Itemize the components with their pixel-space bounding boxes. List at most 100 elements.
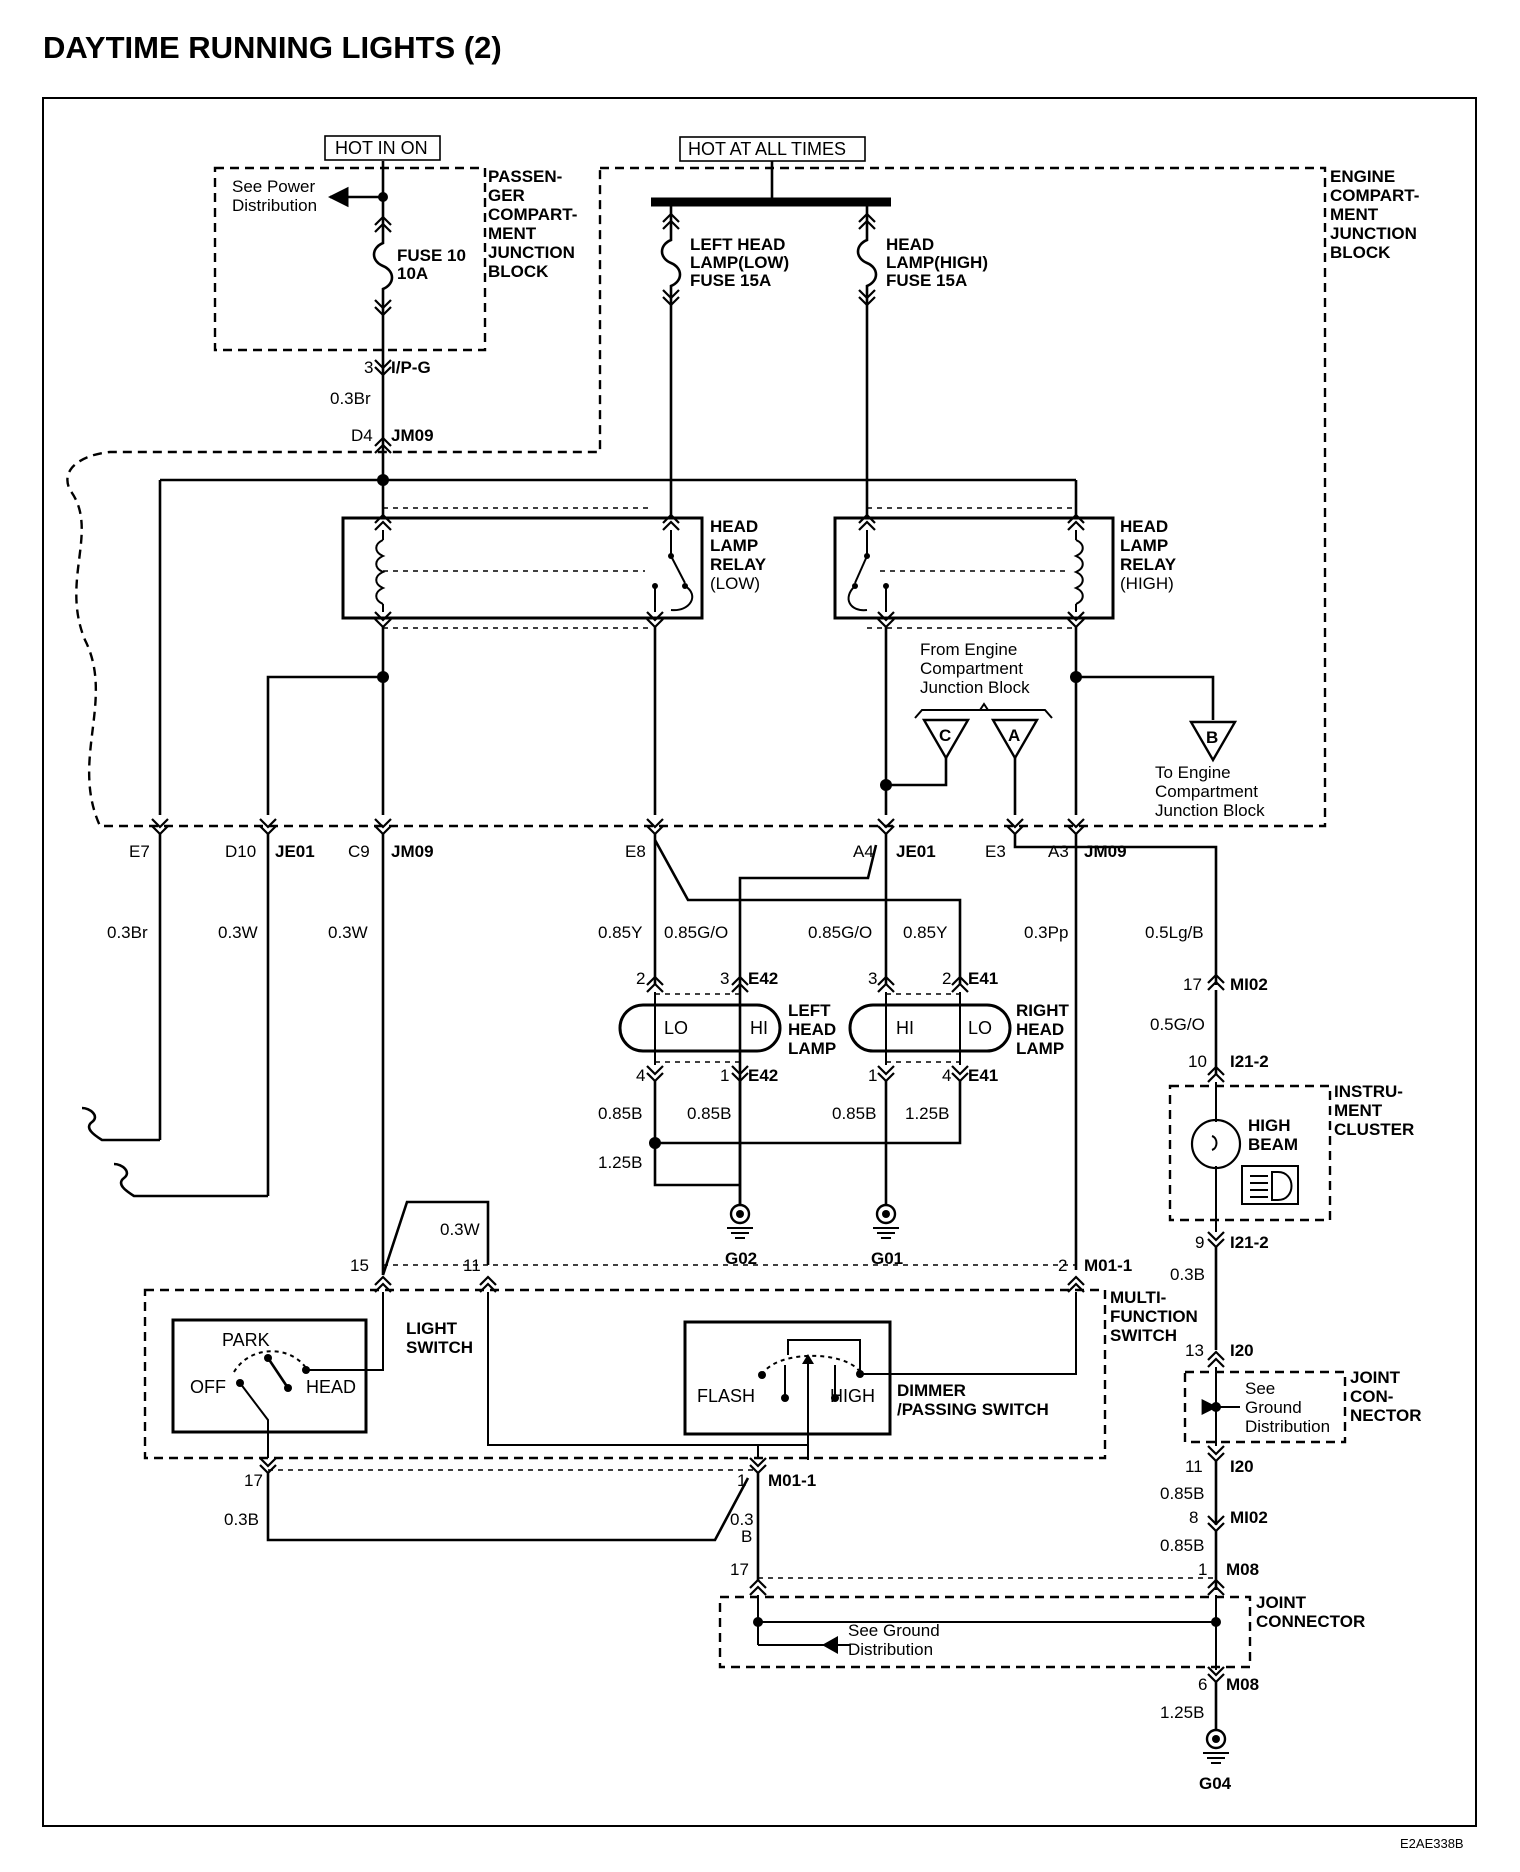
svg-text:0.85B: 0.85B — [832, 1104, 876, 1123]
fuse-left-low — [660, 202, 682, 300]
svg-text:1.25B: 1.25B — [905, 1104, 949, 1123]
svg-text:2: 2 — [942, 969, 951, 988]
svg-text:M01-1: M01-1 — [1084, 1256, 1132, 1275]
svg-text:PARK: PARK — [222, 1330, 270, 1350]
svg-text:0.85B: 0.85B — [1160, 1536, 1204, 1555]
fuse-10-label: FUSE 10 10A — [397, 246, 471, 283]
svg-text:0.3W: 0.3W — [440, 1220, 480, 1239]
svg-text:C9: C9 — [348, 842, 370, 861]
offpage-a — [990, 718, 1040, 761]
instrument-cluster — [1168, 1084, 1332, 1222]
dimmer-passing-switch-label: DIMMER /PASSING SWITCH — [897, 1381, 1049, 1419]
figure-code: E2AE338B — [1400, 1836, 1464, 1851]
relay-high-label: HEAD LAMP RELAY (HIGH) — [1120, 517, 1180, 593]
svg-text:1: 1 — [720, 1066, 729, 1085]
svg-text:MI02: MI02 — [1230, 975, 1268, 994]
svg-text:0.3B: 0.3B — [1170, 1265, 1205, 1284]
hot-in-on-label: HOT IN ON — [335, 138, 428, 158]
svg-text:M08: M08 — [1226, 1675, 1259, 1694]
svg-text:E42: E42 — [748, 1066, 778, 1085]
multi-function-switch-label: MULTI- FUNCTION SWITCH — [1110, 1288, 1203, 1345]
svg-text:0.85B: 0.85B — [598, 1104, 642, 1123]
svg-text:HIGH: HIGH — [830, 1386, 875, 1406]
svg-text:0.85B: 0.85B — [687, 1104, 731, 1123]
svg-text:HI: HI — [896, 1018, 914, 1038]
see-ground-label: See Ground Distribution — [1245, 1379, 1330, 1436]
svg-text:A: A — [1008, 726, 1020, 745]
svg-text:G01: G01 — [871, 1249, 903, 1268]
svg-text:E7: E7 — [129, 842, 150, 861]
ground-g02 — [729, 1203, 751, 1225]
svg-text:0.85G/O: 0.85G/O — [664, 923, 728, 942]
svg-text:I21-2: I21-2 — [1230, 1233, 1269, 1252]
pin-d4: D4 — [351, 426, 373, 445]
multi-function-switch — [143, 1288, 1107, 1460]
pin-3-ipg: 3 — [364, 358, 373, 377]
relay-low-label: HEAD LAMP RELAY (LOW) — [710, 517, 770, 593]
svg-text:A3: A3 — [1048, 842, 1069, 861]
from-ecjb-label: From Engine Compartment Junction Block — [920, 640, 1030, 697]
offpage-b — [1188, 720, 1238, 763]
svg-text:M08: M08 — [1226, 1560, 1259, 1579]
svg-text:11: 11 — [463, 1256, 481, 1275]
svg-text:E41: E41 — [968, 969, 998, 988]
to-ecjb-label: To Engine Compartment Junction Block — [1155, 763, 1265, 820]
svg-text:9: 9 — [1195, 1233, 1204, 1252]
hot-at-all-times-label: HOT AT ALL TIMES — [688, 139, 846, 159]
fuse-high — [856, 202, 878, 300]
svg-text:LO: LO — [664, 1018, 688, 1038]
svg-text:B: B — [1206, 728, 1218, 747]
svg-text:1: 1 — [868, 1066, 877, 1085]
high-beam-label: HIGH BEAM — [1248, 1116, 1298, 1154]
fuse-10 — [372, 223, 394, 375]
svg-text:15: 15 — [350, 1256, 369, 1275]
svg-text:LO: LO — [968, 1018, 992, 1038]
svg-text:E42: E42 — [748, 969, 778, 988]
svg-text:JE01: JE01 — [896, 842, 936, 861]
svg-text:4: 4 — [942, 1066, 951, 1085]
svg-text:1.25B: 1.25B — [1160, 1703, 1204, 1722]
svg-text:4: 4 — [636, 1066, 645, 1085]
svg-text:0.5Lg/B: 0.5Lg/B — [1145, 923, 1204, 942]
svg-text:6: 6 — [1198, 1675, 1207, 1694]
svg-text:D10: D10 — [225, 842, 256, 861]
joint-connector-1 — [1183, 1370, 1347, 1444]
joint-connector-1-label: JOINT CON- NECTOR — [1350, 1368, 1421, 1425]
hot-in-on-box — [324, 135, 441, 161]
ground-g01 — [875, 1203, 897, 1225]
connector-ipg: I/P-G — [391, 358, 431, 377]
svg-text:G04: G04 — [1199, 1774, 1232, 1793]
svg-text:0.3W: 0.3W — [328, 923, 368, 942]
svg-text:G02: G02 — [725, 1249, 757, 1268]
wire-03b-vertical: 0.3 B — [730, 1510, 758, 1546]
svg-text:OFF: OFF — [190, 1377, 226, 1397]
right-head-lamp-label: RIGHT HEAD LAMP — [1016, 1001, 1074, 1058]
svg-text:0.3Br: 0.3Br — [107, 923, 148, 942]
joint-connector-2-label: JOINT CONNECTOR — [1256, 1593, 1365, 1631]
ground-g04 — [1205, 1728, 1227, 1750]
svg-text:2: 2 — [636, 969, 645, 988]
svg-text:I20: I20 — [1230, 1341, 1254, 1360]
relay-high — [833, 516, 1115, 620]
svg-text:0.85Y: 0.85Y — [903, 923, 947, 942]
wire-03br: 0.3Br — [330, 389, 371, 408]
svg-text:0.3Pp: 0.3Pp — [1024, 923, 1068, 942]
left-head-lamp — [618, 1003, 782, 1053]
right-head-lamp — [848, 1003, 1012, 1053]
fuse-high-label: HEAD LAMP(HIGH) FUSE 15A — [886, 235, 993, 290]
passenger-junction-block — [213, 166, 487, 352]
svg-text:17: 17 — [730, 1560, 749, 1579]
svg-text:JM09: JM09 — [391, 842, 434, 861]
ecjb-label: ENGINE COMPART- MENT JUNCTION BLOCK — [1330, 167, 1424, 262]
svg-text:JM09: JM09 — [1084, 842, 1127, 861]
svg-text:I20: I20 — [1230, 1457, 1254, 1476]
svg-text:0.85B: 0.85B — [1160, 1484, 1204, 1503]
svg-text:3: 3 — [868, 969, 877, 988]
relay-low — [341, 516, 704, 620]
svg-text:17: 17 — [1183, 975, 1202, 994]
see-ground-label-2: See Ground Distribution — [848, 1621, 944, 1659]
svg-text:HI: HI — [750, 1018, 768, 1038]
svg-text:0.85Y: 0.85Y — [598, 923, 642, 942]
svg-text:0.85G/O: 0.85G/O — [808, 923, 872, 942]
svg-text:HEAD: HEAD — [306, 1377, 356, 1397]
